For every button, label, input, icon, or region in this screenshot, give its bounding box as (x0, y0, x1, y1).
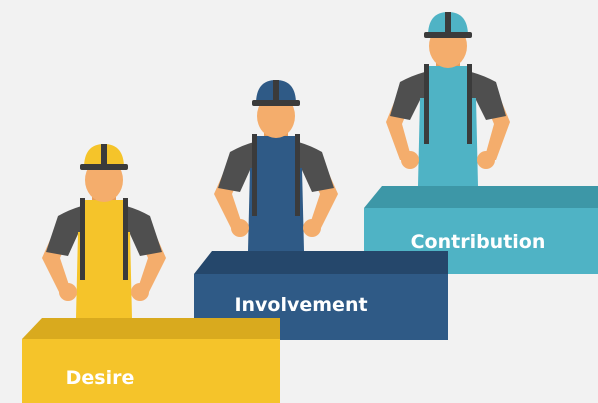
step-desire-block: Desire (22, 318, 280, 403)
step-involvement-top (194, 251, 448, 274)
step-contribution-top (364, 186, 598, 208)
step-desire-front (22, 339, 280, 403)
step-desire-top (22, 318, 280, 339)
worker-desire (42, 144, 166, 318)
step-involvement-label: Involvement (234, 294, 367, 316)
worker-contribution (386, 12, 510, 186)
step-contribution-label: Contribution (411, 231, 546, 253)
step-involvement-block: Involvement (194, 251, 448, 340)
step-desire-label: Desire (66, 367, 135, 389)
worker-involvement (214, 80, 338, 251)
